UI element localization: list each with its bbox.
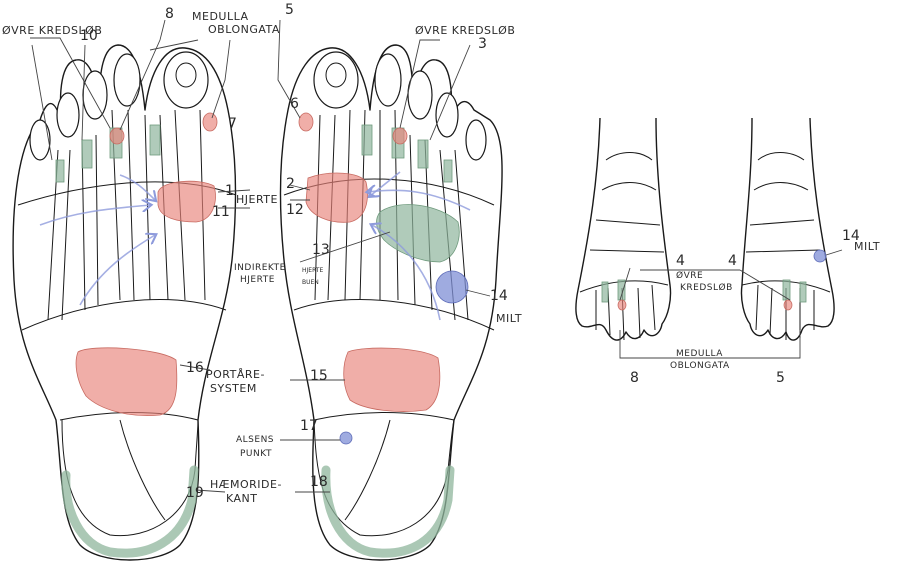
num-14: 14	[490, 288, 508, 304]
label-hemorrhoid-line1: HÆMORIDE-	[210, 478, 282, 491]
dorsal-num-14: 14	[842, 228, 860, 244]
right-toe-3	[407, 70, 433, 120]
right-point-6	[298, 112, 314, 132]
num-17: 17	[300, 418, 318, 434]
left-portal-zone	[75, 347, 178, 416]
label-upper-circulation-right: ØVRE KREDSLØB	[415, 24, 515, 37]
alsens-point	[339, 431, 353, 445]
left-big-toe	[163, 51, 209, 109]
label-alsens-line2: PUNKT	[240, 449, 272, 459]
label-spleen: MILT	[496, 312, 522, 325]
num-13: 13	[312, 242, 330, 258]
num-2: 2	[286, 176, 295, 192]
labels: ØVRE KREDSLØB 10 8 MEDULLA OBLONGATA 5 Ø…	[2, 2, 880, 505]
label-dorsal-medulla-2: OBLONGATA	[670, 361, 730, 371]
num-10: 10	[80, 28, 98, 44]
dorsal-num-4a: 4	[676, 253, 685, 269]
num-15: 15	[310, 368, 328, 384]
label-dorsal-spleen: MILT	[854, 240, 880, 253]
dorsal-spleen-point	[813, 249, 827, 263]
label-portal-line2: SYSTEM	[210, 382, 257, 395]
num-18: 18	[310, 474, 328, 490]
label-dorsal-upper-2: KREDSLØB	[680, 282, 733, 293]
leader-lines	[30, 19, 843, 493]
left-toe-3	[82, 70, 108, 120]
label-medulla-line2: OBLONGATA	[208, 23, 280, 36]
left-foot-sole	[12, 44, 237, 561]
right-foot-dorsal	[740, 117, 835, 341]
left-hemorrhoid-edge	[61, 465, 199, 558]
dorsal-num-5: 5	[776, 370, 785, 386]
label-dorsal-upper-1: ØVRE	[676, 270, 703, 281]
right-portal-zone	[343, 347, 441, 412]
label-alsens-line1: ALSENS	[236, 435, 274, 445]
right-big-toe	[313, 51, 359, 109]
num-1: 1	[225, 183, 234, 199]
num-16: 16	[186, 360, 204, 376]
left-point-7	[202, 112, 218, 132]
right-indirect-heart-zone	[376, 204, 460, 263]
dorsal-num-8: 8	[630, 370, 639, 386]
right-toe-4	[435, 92, 459, 138]
label-indirect-small-1: HJERTE	[302, 267, 323, 274]
right-foot-sole	[279, 44, 503, 561]
num-6: 6	[290, 96, 299, 112]
right-medulla-point	[392, 127, 408, 145]
label-portal-line1: PORTÅRE-	[206, 368, 265, 381]
left-foot-outline	[12, 44, 237, 561]
label-indirect-line1: INDIREKTE	[234, 263, 286, 273]
right-toe-2	[374, 53, 402, 107]
num-5: 5	[285, 2, 294, 18]
label-heart: HJERTE	[236, 193, 278, 206]
num-3: 3	[478, 36, 487, 52]
left-heart-zone	[157, 180, 216, 223]
num-12: 12	[286, 202, 304, 218]
label-indirect-small-2: BUEN	[302, 279, 319, 286]
left-toe-5	[29, 119, 51, 161]
num-7: 7	[228, 116, 237, 132]
num-19: 19	[186, 485, 204, 501]
left-toe-4	[56, 92, 80, 138]
left-toe-2	[113, 53, 141, 107]
num-8: 8	[165, 6, 174, 22]
right-spleen-point	[435, 270, 469, 304]
num-11: 11	[212, 204, 230, 220]
right-hemorrhoid-edge	[321, 465, 455, 558]
dorsal-num-4b: 4	[728, 253, 737, 269]
label-hemorrhoid-line2: KANT	[226, 492, 258, 505]
right-heart-zone	[305, 172, 368, 223]
label-medulla-line1: MEDULLA	[192, 10, 249, 23]
label-upper-circulation-left: ØVRE KREDSLØB	[2, 24, 102, 37]
right-toe-5	[465, 119, 487, 161]
left-foot-dorsal	[575, 117, 672, 341]
left-medulla-point	[109, 127, 125, 145]
label-dorsal-medulla-1: MEDULLA	[676, 349, 723, 359]
label-indirect-line2: HJERTE	[240, 275, 275, 285]
